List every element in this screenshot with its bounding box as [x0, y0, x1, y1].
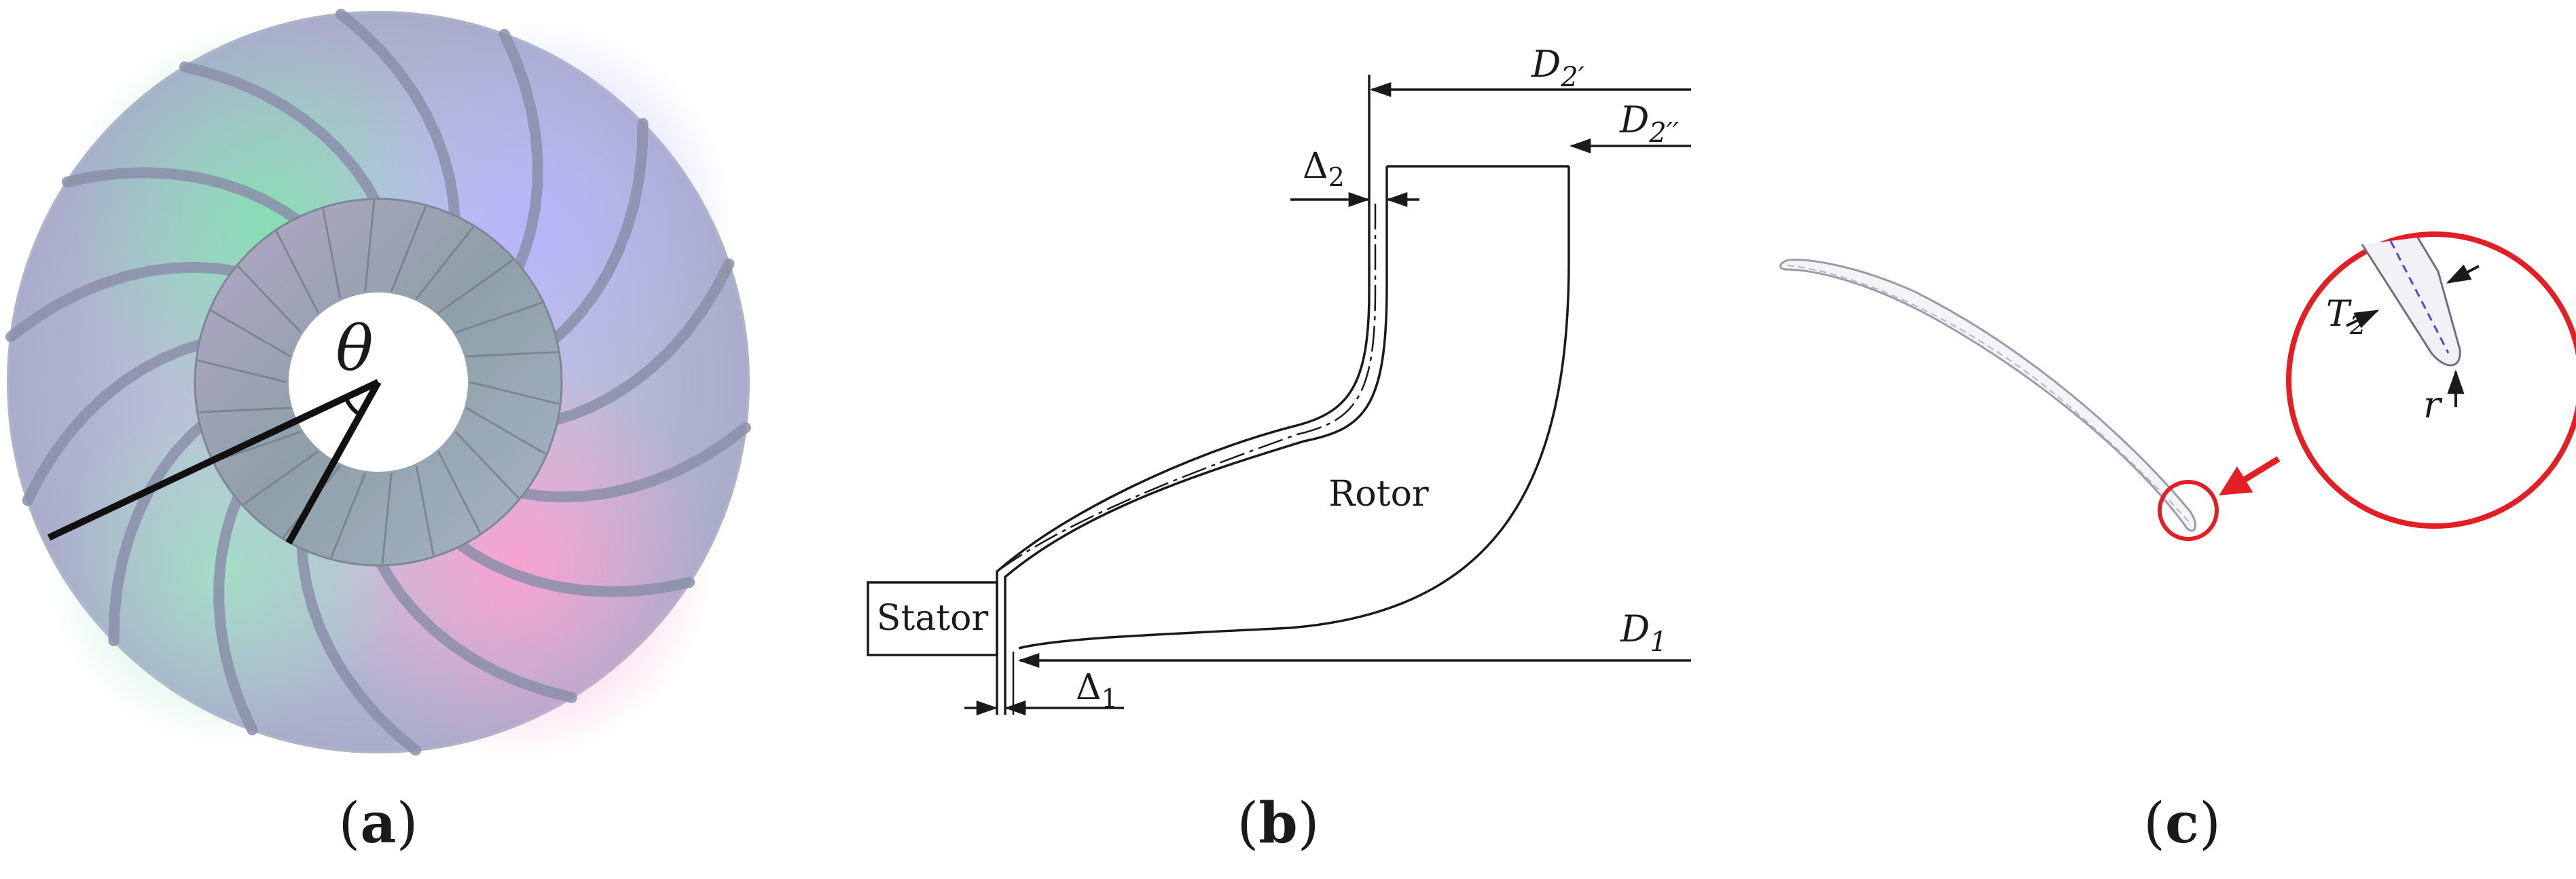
hub-blade-root — [465, 407, 547, 455]
impeller-blade — [61, 167, 308, 229]
zoom-detail-circle — [2286, 231, 2576, 529]
hub-blade-root — [454, 430, 520, 499]
hub-blade-root — [275, 231, 319, 314]
hub-blade-root — [364, 200, 376, 292]
caption-a: (a) — [338, 791, 418, 856]
blade-camber-line — [1787, 265, 2190, 523]
impeller-blade — [5, 261, 246, 342]
impeller-blade — [335, 8, 460, 229]
thickness-arrow-right — [2446, 264, 2480, 284]
impeller-blade — [373, 553, 577, 703]
stator-label: Stator — [877, 598, 989, 639]
blade-profile — [1779, 259, 2197, 532]
dim-D2p-label: D2′ — [1531, 43, 1584, 93]
thickness-label: T2 — [2326, 294, 2366, 340]
impeller-blade — [108, 415, 212, 647]
impeller-blades — [5, 8, 751, 756]
rotor-label: Rotor — [1328, 474, 1429, 515]
panel-b-meridional-section — [867, 75, 1691, 716]
zoomed-camber-dash — [2389, 240, 2450, 354]
hub-blade-root — [210, 310, 291, 358]
dim-D2pp-label: D2′′ — [1619, 98, 1679, 149]
impeller-blade — [449, 536, 695, 597]
angle-arc — [344, 396, 361, 417]
hub-blade-root — [437, 451, 482, 534]
dim-delta2-label: Δ2 — [1303, 146, 1345, 192]
leading-edge-highlight-circle — [2158, 480, 2219, 541]
hub-blade-roots — [197, 200, 560, 565]
hub-blade-root — [437, 259, 514, 314]
hub-blade-root — [381, 472, 393, 565]
hub-blade-root — [242, 450, 319, 506]
hub-blade-root — [455, 301, 543, 334]
caption-b: (b) — [1237, 791, 1320, 856]
impeller-blade — [545, 258, 735, 427]
panel-c-blade-profile: T2 r — [1779, 231, 2576, 541]
impeller-blade — [511, 422, 751, 503]
angle-ray-short — [285, 380, 382, 545]
stator-box — [867, 581, 998, 656]
clearance-dash-line — [996, 204, 1377, 573]
hub-blade-root — [214, 430, 302, 463]
rotor-shroud-line — [1004, 166, 1388, 715]
impeller-blade — [213, 487, 258, 736]
hub-blade-root — [469, 381, 560, 405]
hub-blade-root — [322, 208, 342, 299]
hub-blade-root — [415, 226, 474, 300]
hub-blade-root — [197, 359, 287, 384]
casing-line — [996, 75, 1371, 582]
angle-symbol-theta: θ — [335, 312, 373, 385]
caption-c: (c) — [2143, 791, 2221, 856]
impeller-blade — [179, 61, 384, 211]
impeller-blade — [296, 536, 422, 756]
impeller-blade — [22, 337, 212, 506]
impeller-blade — [498, 29, 543, 278]
hub-blade-root — [466, 351, 558, 358]
hub-blade-root — [415, 465, 435, 556]
panel-b-labels: Stator Rotor D2′ D2′′ D1 Δ2 Δ1 — [877, 43, 1679, 713]
panel-a-impeller: θ — [5, 8, 751, 760]
angle-ray-long — [47, 379, 380, 541]
thickness-arrow-left — [2346, 310, 2380, 329]
hub-blade-root — [237, 265, 302, 334]
dim-D1-label: D1 — [1620, 607, 1667, 658]
zoomed-blade-tip — [2361, 237, 2461, 367]
rotor-hub-line — [1018, 166, 1570, 650]
impeller-blade — [545, 117, 649, 349]
hub-blade-root — [390, 206, 427, 292]
radius-label: r — [2423, 384, 2443, 426]
zoom-arrow — [2219, 456, 2281, 495]
hub-blade-root — [198, 407, 291, 413]
dim-delta1-label: Δ1 — [1076, 667, 1118, 713]
hub-blade-root — [330, 472, 367, 559]
